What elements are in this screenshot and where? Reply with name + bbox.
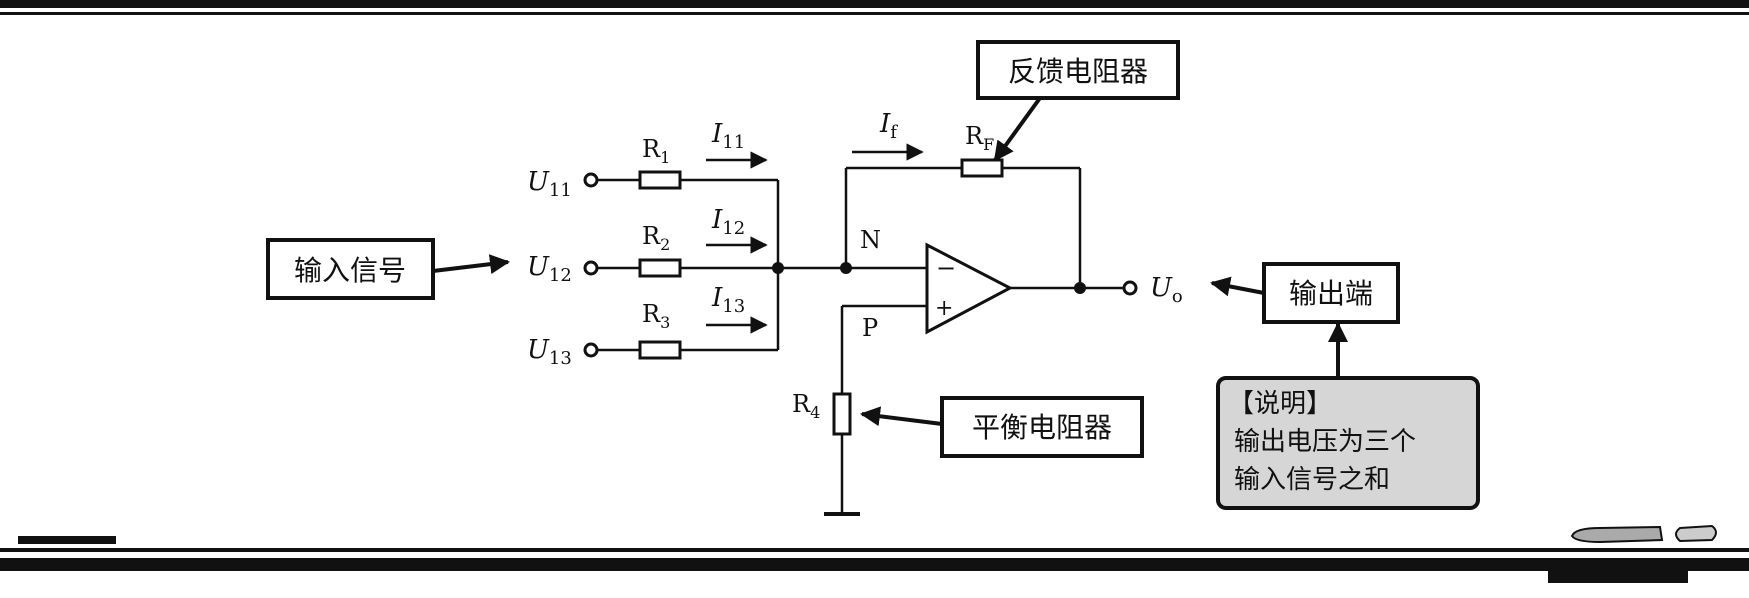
note-line-1: 输出电压为三个 <box>1234 427 1416 457</box>
callout-text: 反馈电阻器 <box>1008 55 1148 88</box>
callout-text: 平衡电阻器 <box>972 411 1112 444</box>
pencil-icon <box>1570 524 1717 544</box>
label-rf: RF <box>965 122 994 154</box>
terminal-uo <box>1122 280 1138 296</box>
label-r4: R4 <box>792 390 820 422</box>
bottom-rule-thick <box>0 558 1749 571</box>
plus-sign: + <box>935 296 953 321</box>
op-amp: − + <box>842 242 1014 335</box>
note-title: 【说明】 <box>1228 389 1332 419</box>
callout-text: 输出端 <box>1289 277 1373 310</box>
feedback-path <box>844 158 1082 288</box>
label-i13: I13 <box>711 283 745 317</box>
balance-branch <box>824 306 860 516</box>
callout-output-terminal: 输出端 <box>1210 262 1400 324</box>
top-rule-thin <box>0 12 1749 15</box>
op-amp-triangle <box>925 242 1014 335</box>
callout-input-signal: 输入信号 <box>266 238 510 300</box>
callout-feedback-resistor: 反馈电阻器 <box>976 40 1180 162</box>
label-r3: R3 <box>642 300 670 332</box>
resistor-r2 <box>638 258 682 278</box>
label-u12: U12 <box>527 252 572 286</box>
resistor-r4 <box>832 392 852 436</box>
input-branch-1 <box>583 170 778 190</box>
junction-sum <box>772 262 784 274</box>
label-i11: I11 <box>711 119 745 153</box>
callout-box <box>976 40 1180 100</box>
minus-sign: − <box>936 254 956 282</box>
resistor-rf <box>960 158 1004 178</box>
bottom-rule-left-tab <box>18 536 116 544</box>
label-node-n: N <box>860 226 881 254</box>
callout-arrow <box>1210 276 1265 297</box>
note-panel: 【说明】 输出电压为三个 输入信号之和 <box>1216 322 1480 510</box>
terminal-u12 <box>583 260 599 276</box>
top-rule-thick <box>0 0 1749 8</box>
bottom-rule-right-tab <box>1548 571 1688 583</box>
callout-arrow <box>993 96 1042 162</box>
label-u11: U11 <box>527 167 572 201</box>
callout-box <box>940 396 1144 458</box>
resistor-r1 <box>638 170 682 190</box>
terminal-u13 <box>583 342 599 358</box>
terminal-u11 <box>583 172 599 188</box>
resistor-r3 <box>638 340 682 360</box>
note-box <box>1216 376 1480 510</box>
input-branch-3 <box>583 340 778 360</box>
label-r2: R2 <box>642 222 670 254</box>
callout-balance-resistor: 平衡电阻器 <box>860 396 1144 458</box>
callout-arrow <box>432 254 510 275</box>
label-r1: R1 <box>642 135 670 167</box>
label-u13: U13 <box>527 335 572 369</box>
page-border <box>0 0 1749 583</box>
label-node-p: P <box>862 314 878 342</box>
input-branch-2 <box>583 258 846 278</box>
callout-arrow <box>860 406 943 427</box>
output-branch <box>1010 280 1138 296</box>
label-uo: Uo <box>1150 273 1183 307</box>
junction-output <box>1074 282 1086 294</box>
note-line-2: 输入信号之和 <box>1234 465 1390 495</box>
label-if: If <box>879 109 898 143</box>
callout-text: 输入信号 <box>294 254 406 287</box>
label-i12: I12 <box>711 205 745 239</box>
bottom-rule-thin <box>0 548 1749 552</box>
